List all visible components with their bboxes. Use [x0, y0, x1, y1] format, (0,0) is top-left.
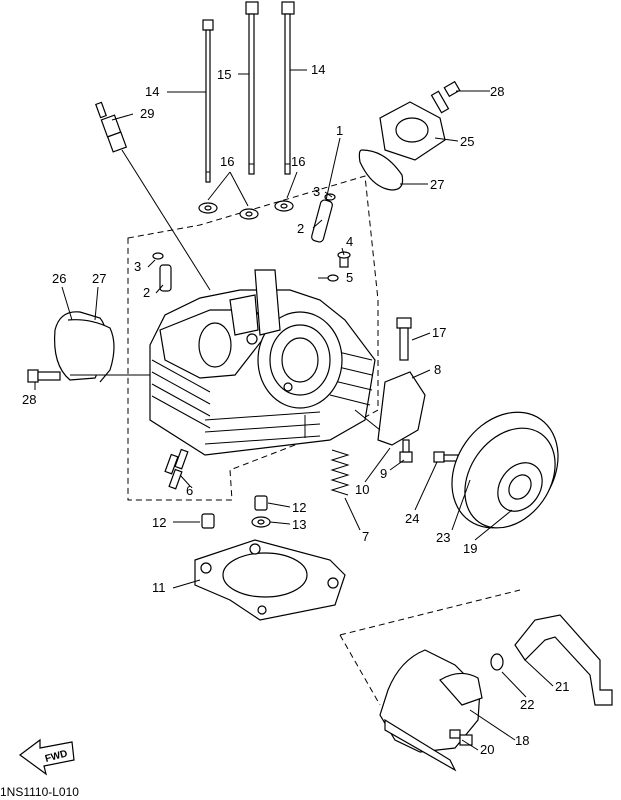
callout-24: 24: [405, 511, 419, 526]
callout-19: 19: [463, 541, 477, 556]
forward-arrow-icon: FWD: [18, 738, 75, 776]
callout-7: 7: [362, 529, 369, 544]
callout-3: 3: [313, 184, 320, 199]
callout-17: 17: [432, 325, 446, 340]
callout-28: 28: [22, 392, 36, 407]
callout-3: 3: [134, 259, 141, 274]
head-assembly-outline: [127, 175, 379, 501]
guides: [201, 495, 271, 529]
bolt-24: [433, 451, 459, 463]
callout-16: 16: [291, 154, 305, 169]
callout-2: 2: [143, 285, 150, 300]
callout-28: 28: [490, 84, 504, 99]
callout-10: 10: [355, 482, 369, 497]
diagram-code: 1NS1110-L010: [0, 785, 79, 799]
cylinder-head: [149, 269, 376, 456]
breather-assembly: [339, 589, 613, 772]
exhaust-gasket: [377, 371, 426, 446]
callout-6: 6: [186, 483, 193, 498]
top-right-parts: [358, 80, 461, 191]
callout-14: 14: [311, 62, 325, 77]
washers: [198, 200, 294, 220]
callout-16: 16: [220, 154, 234, 169]
callout-13: 13: [292, 517, 306, 532]
right-bolt-17: [396, 317, 412, 361]
spring: [330, 449, 350, 496]
callout-14: 14: [145, 84, 159, 99]
callout-20: 20: [480, 742, 494, 757]
callout-18: 18: [515, 733, 529, 748]
callout-1: 1: [336, 123, 343, 138]
callout-22: 22: [520, 697, 534, 712]
spark-plug: [95, 101, 211, 291]
callouts: 14 15 14 29 1 16 16 3 2 4 5 3 2 28 25 27…: [22, 62, 569, 757]
callout-23: 23: [436, 530, 450, 545]
callout-9: 9: [380, 466, 387, 481]
bolt-20: [449, 729, 473, 746]
head-gasket: [194, 539, 346, 621]
callout-21: 21: [555, 679, 569, 694]
callout-12: 12: [152, 515, 166, 530]
valve-parts: [152, 193, 351, 292]
left-bolt: [27, 369, 61, 383]
callout-29: 29: [140, 106, 154, 121]
leader-lines: [34, 69, 554, 751]
dowel-pins: [164, 448, 189, 490]
callout-8: 8: [434, 362, 441, 377]
stud-bolts: [202, 1, 295, 183]
right-round-cover: [451, 411, 559, 529]
bolt-9: [399, 439, 413, 463]
callout-5: 5: [346, 270, 353, 285]
callout-4: 4: [346, 234, 353, 249]
callout-26: 26: [52, 271, 66, 286]
left-side-cover: [53, 311, 150, 383]
callout-25: 25: [460, 134, 474, 149]
callout-12: 12: [292, 500, 306, 515]
callout-2: 2: [297, 221, 304, 236]
callout-15: 15: [217, 67, 231, 82]
callout-11: 11: [152, 580, 166, 595]
callout-27: 27: [430, 177, 444, 192]
callout-27: 27: [92, 271, 106, 286]
